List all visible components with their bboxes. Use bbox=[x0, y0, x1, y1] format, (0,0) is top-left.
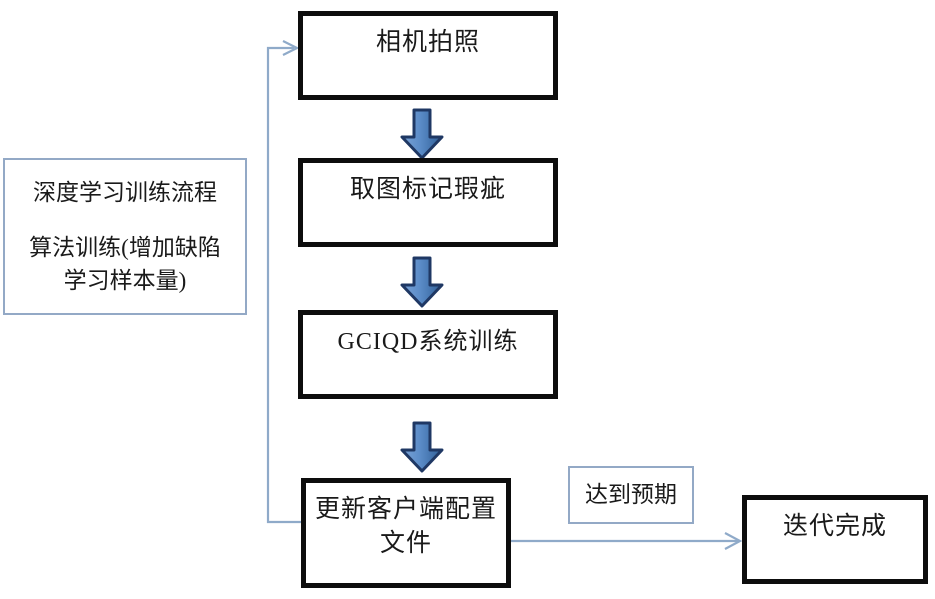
arrow-train-to-update-icon bbox=[400, 421, 444, 473]
arrow-camera-to-mark-icon bbox=[400, 108, 444, 160]
note-training-flow-line-2: 算法训练(增加缺陷 学习样本量) bbox=[29, 235, 221, 293]
connector-update-to-done bbox=[511, 532, 743, 550]
node-mark-defects-label: 取图标记瑕疵 bbox=[349, 176, 506, 203]
note-expectation-reached-label: 达到预期 bbox=[585, 482, 677, 507]
note-expectation-reached: 达到预期 bbox=[568, 466, 694, 524]
node-gciqd-training[interactable]: GCIQD系统训练 bbox=[298, 310, 558, 399]
arrowhead-icon bbox=[282, 40, 300, 56]
arrow-mark-to-train-icon bbox=[400, 256, 444, 308]
node-iteration-complete-label: 迭代完成 bbox=[782, 513, 887, 540]
node-mark-defects[interactable]: 取图标记瑕疵 bbox=[298, 158, 558, 247]
note-training-flow-line-1: 深度学习训练流程 bbox=[33, 180, 217, 205]
node-camera-label: 相机拍照 bbox=[375, 29, 480, 56]
node-update-client-config-label: 更新客户端配置 文件 bbox=[314, 496, 497, 557]
arrowhead-icon bbox=[724, 532, 743, 550]
connector-feedback-loop bbox=[266, 40, 301, 524]
note-training-flow: 深度学习训练流程 算法训练(增加缺陷 学习样本量) bbox=[3, 158, 247, 315]
node-gciqd-training-label: GCIQD系统训练 bbox=[337, 329, 519, 355]
node-camera[interactable]: 相机拍照 bbox=[298, 11, 558, 100]
node-update-client-config[interactable]: 更新客户端配置 文件 bbox=[301, 478, 511, 588]
node-iteration-complete[interactable]: 迭代完成 bbox=[742, 495, 928, 584]
